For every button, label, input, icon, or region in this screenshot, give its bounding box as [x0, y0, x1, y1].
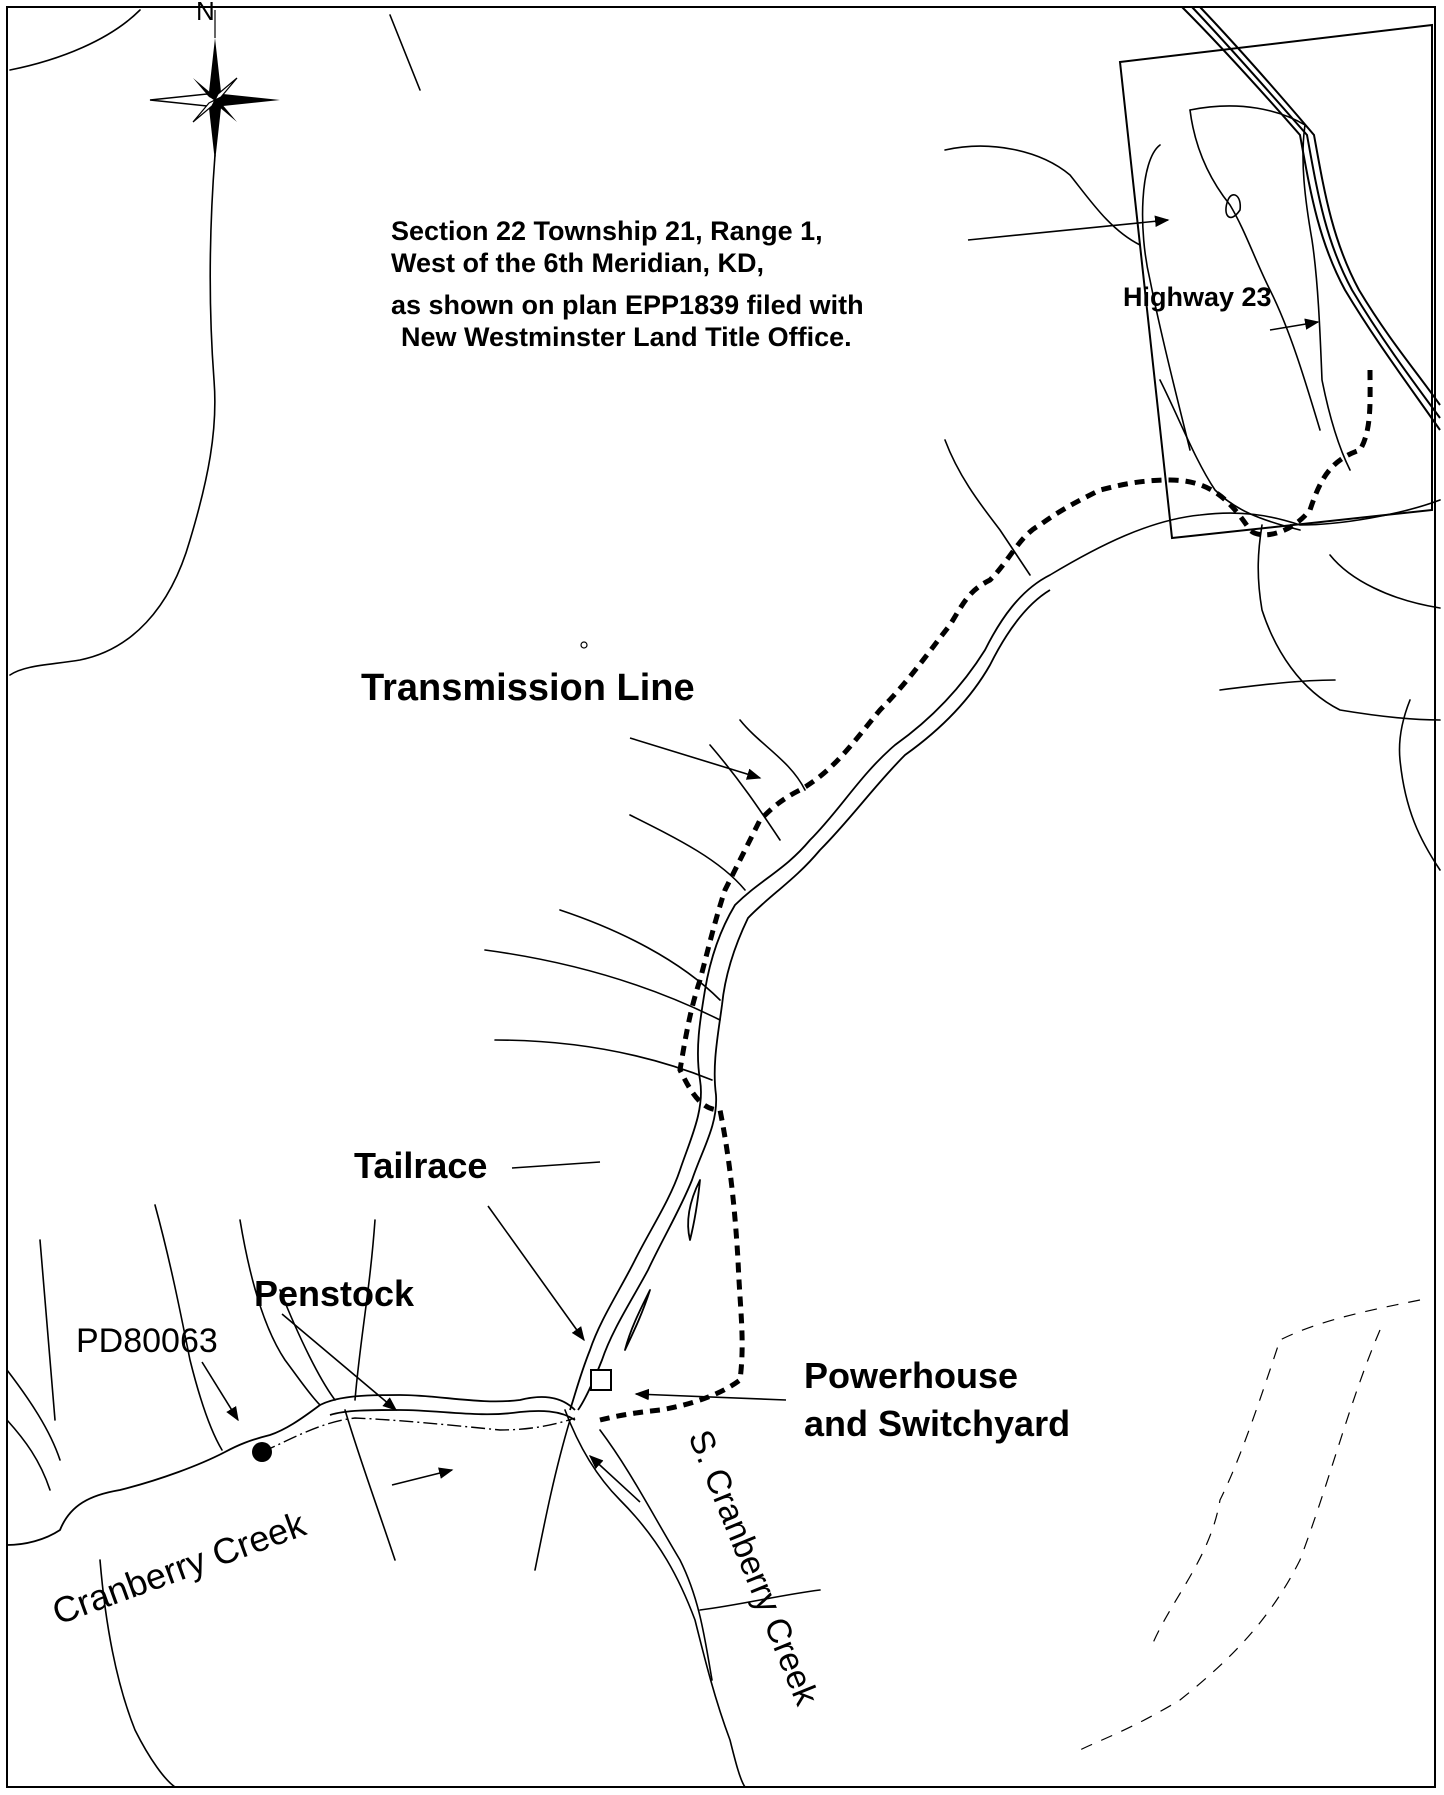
north-label: N: [196, 0, 215, 26]
cranberry-creek-label: Cranberry Creek: [47, 1503, 312, 1633]
tailrace-arrow: [487, 1205, 585, 1342]
point-of-diversion-label: PD80063: [76, 1322, 218, 1360]
northern-drainage: [944, 145, 1441, 721]
property-parcel: [1118, 23, 1433, 540]
map-frame: [6, 6, 1436, 1788]
section-line-3: as shown on plan EPP1839 filed with: [391, 290, 864, 320]
transmission-line-label: Transmission Line: [361, 667, 695, 709]
section-line-1: Section 22 Township 21, Range 1,: [391, 216, 823, 246]
small-lake-marker: [580, 641, 588, 649]
highway-arrow: [1269, 318, 1320, 331]
south-cranberry-flow-arrow: [588, 1455, 641, 1503]
powerhouse-arrow: [634, 1388, 787, 1401]
section-arrow: [967, 215, 1170, 241]
penstock-route: [261, 1417, 576, 1453]
point-of-diversion-arrow: [201, 1361, 239, 1422]
transmission-line-route: [599, 369, 1373, 1423]
penstock-label: Penstock: [254, 1273, 415, 1314]
tailrace-leader: [511, 1161, 601, 1169]
cranberry-creek-main-stem: [569, 574, 1051, 1411]
cranberry-flow-arrow: [391, 1467, 454, 1486]
point-of-diversion-marker: [252, 1442, 272, 1462]
section-line-2: West of the 6th Meridian, KD,: [391, 248, 764, 278]
upper-left-drainage: [9, 9, 1441, 871]
transmission-line-arrow: [629, 737, 762, 780]
north-arrow-compass-rose-icon: [149, 10, 280, 162]
tailrace-label: Tailrace: [354, 1145, 487, 1186]
highway-label: Highway 23: [1123, 282, 1272, 312]
penstock-arrow: [281, 1313, 398, 1411]
section-description: Section 22 Township 21, Range 1, West of…: [391, 216, 864, 352]
highway-23-road: [1181, 6, 1441, 431]
west-tributaries: [484, 719, 806, 1081]
parcel-boundary: [1118, 23, 1433, 540]
western-creek-branch: [6, 1204, 821, 1788]
section-line-4: New Westminster Land Title Office.: [401, 322, 852, 352]
south-cranberry-creek-label: S. Cranberry Creek: [681, 1425, 826, 1712]
eastern-dashed-trail: [1079, 1299, 1421, 1751]
powerhouse-marker: [590, 1369, 612, 1391]
powerhouse-label-line-2: and Switchyard: [804, 1403, 1070, 1444]
powerhouse-label-line-1: Powerhouse: [804, 1355, 1018, 1396]
